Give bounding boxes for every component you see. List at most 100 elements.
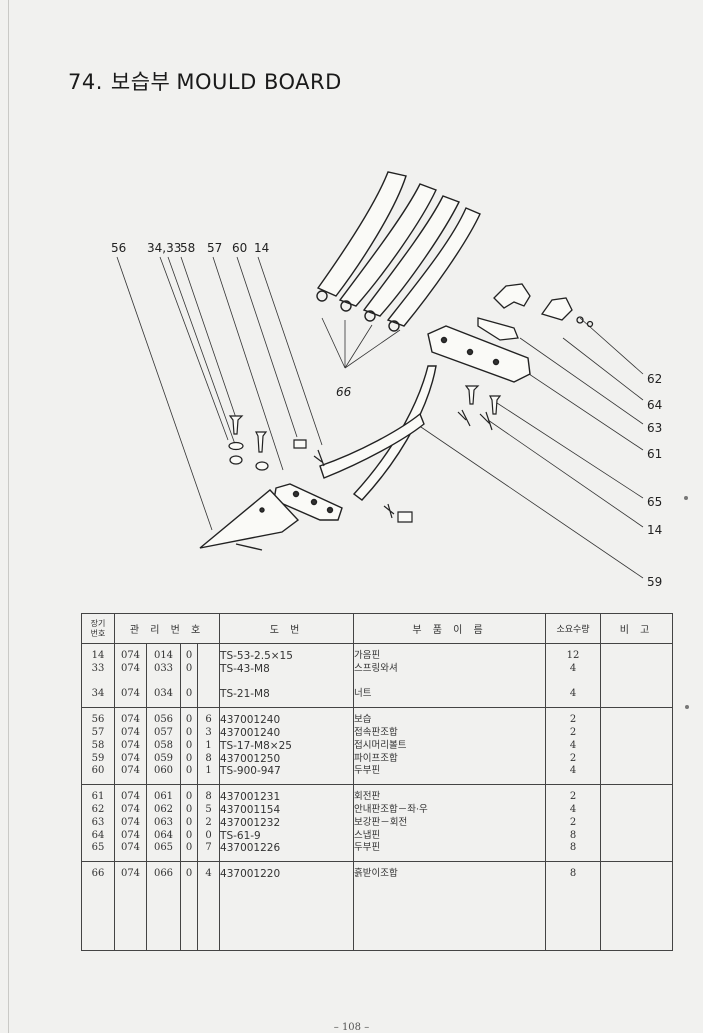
- cell-value: 437001231: [220, 791, 281, 804]
- cell-value: 0: [185, 829, 193, 841]
- cell-value: 074: [120, 650, 141, 661]
- cell-value: [546, 676, 600, 689]
- bolts-nuts-washers: [228, 415, 413, 523]
- cell-value: 074: [120, 803, 141, 815]
- pipe-assembly: [319, 365, 437, 501]
- cell-value: 5: [205, 803, 212, 815]
- reinforce-plate: [477, 317, 519, 341]
- cell-a: 074: [114, 861, 147, 952]
- cell-qty: 8: [545, 861, 602, 952]
- cell-value: 스냅핀: [354, 829, 381, 841]
- cell-value: 57: [91, 726, 105, 738]
- cell-value: 059: [153, 752, 174, 764]
- callout-65: 65: [647, 495, 662, 509]
- cell-note: [600, 643, 674, 709]
- cell-value: 0: [185, 752, 193, 764]
- cell-value: 안내판조합－좌·우: [354, 803, 428, 815]
- header-seq-line2: 번호: [90, 628, 106, 638]
- exploded-parts-diagram: 56 34,33 58 57 60 14 62 64 63 61 65 14 5…: [111, 171, 662, 589]
- cell-value: 접속판조합: [354, 726, 398, 738]
- callout-14-right: 14: [647, 523, 662, 537]
- cell-value: 65: [91, 842, 105, 854]
- cell-value: 접시머리볼트: [354, 739, 407, 751]
- cell-value: 066: [153, 868, 174, 880]
- callout-64: 64: [647, 398, 662, 412]
- cell-value: 두부핀: [354, 765, 381, 777]
- callout-62: 62: [647, 372, 662, 386]
- callout-56: 56: [111, 241, 126, 255]
- cell-value: 56: [91, 714, 105, 726]
- cell-value: 너트: [354, 688, 372, 700]
- cell-value: 062: [153, 803, 174, 815]
- cell-value: 437001220: [220, 868, 281, 881]
- cell-note: [600, 707, 674, 786]
- cell-name: 흙받이조합: [353, 861, 547, 952]
- cell-seq: 66: [81, 861, 115, 952]
- cell-value: 4: [569, 803, 577, 815]
- cell-value: 056: [153, 714, 174, 726]
- cell-value: 074: [120, 816, 141, 828]
- header-seq-line1: 장기: [90, 618, 106, 628]
- cell-value: 66: [91, 868, 105, 880]
- cell-value: 065: [153, 842, 174, 854]
- cell-value: 074: [120, 868, 141, 880]
- cell-value: 0: [185, 688, 193, 700]
- cell-value: 6: [205, 714, 212, 726]
- cell-value: 63: [91, 816, 105, 828]
- leader-lines: [116, 256, 644, 579]
- scan-speck: [684, 496, 688, 500]
- cell-value: 437001240: [220, 726, 281, 739]
- cell-value: 0: [185, 803, 193, 815]
- title-number: 74.: [68, 70, 103, 94]
- cell-value: TS-17-M8×25: [220, 739, 292, 752]
- cell-value: 회전판: [354, 791, 381, 803]
- cell-value: 61: [91, 791, 105, 803]
- cell-value: 2: [205, 816, 212, 828]
- cell-value: TS-21-M8: [220, 688, 270, 701]
- cell-value: 437001226: [220, 842, 281, 855]
- flap-assemblies: [316, 171, 481, 332]
- page-binding-line: [8, 0, 9, 1033]
- cell-value: [147, 676, 180, 689]
- cell-value: 074: [120, 842, 141, 854]
- cell-value: [220, 676, 353, 689]
- guide-plate-assembly: [493, 283, 594, 328]
- cell-value: 074: [120, 829, 141, 841]
- cell-drawing: 437001220: [219, 861, 355, 952]
- cell-value: 파이프조합: [354, 752, 398, 764]
- callout-34-33: 34,33: [147, 241, 181, 255]
- cell-value: 064: [153, 829, 174, 841]
- cell-value: 074: [120, 765, 141, 777]
- cell-value: 0: [185, 868, 193, 880]
- callout-59: 59: [647, 575, 662, 589]
- cell-value: 0: [205, 829, 212, 841]
- cell-value: 2: [569, 752, 577, 764]
- cell-value: 보강판－회전: [354, 816, 408, 828]
- cell-d: 4: [196, 861, 221, 952]
- rotating-plate: [427, 325, 531, 383]
- page-number: – 108 –: [333, 1022, 370, 1033]
- cell-value: [198, 663, 219, 676]
- cell-value: 59: [91, 752, 105, 764]
- cell-value: [181, 676, 197, 689]
- cell-value: 12: [566, 650, 580, 661]
- cell-value: [198, 688, 219, 701]
- cell-value: TS-43-M8: [220, 662, 270, 675]
- plowshare: [199, 489, 300, 551]
- cell-value: 1: [205, 765, 212, 777]
